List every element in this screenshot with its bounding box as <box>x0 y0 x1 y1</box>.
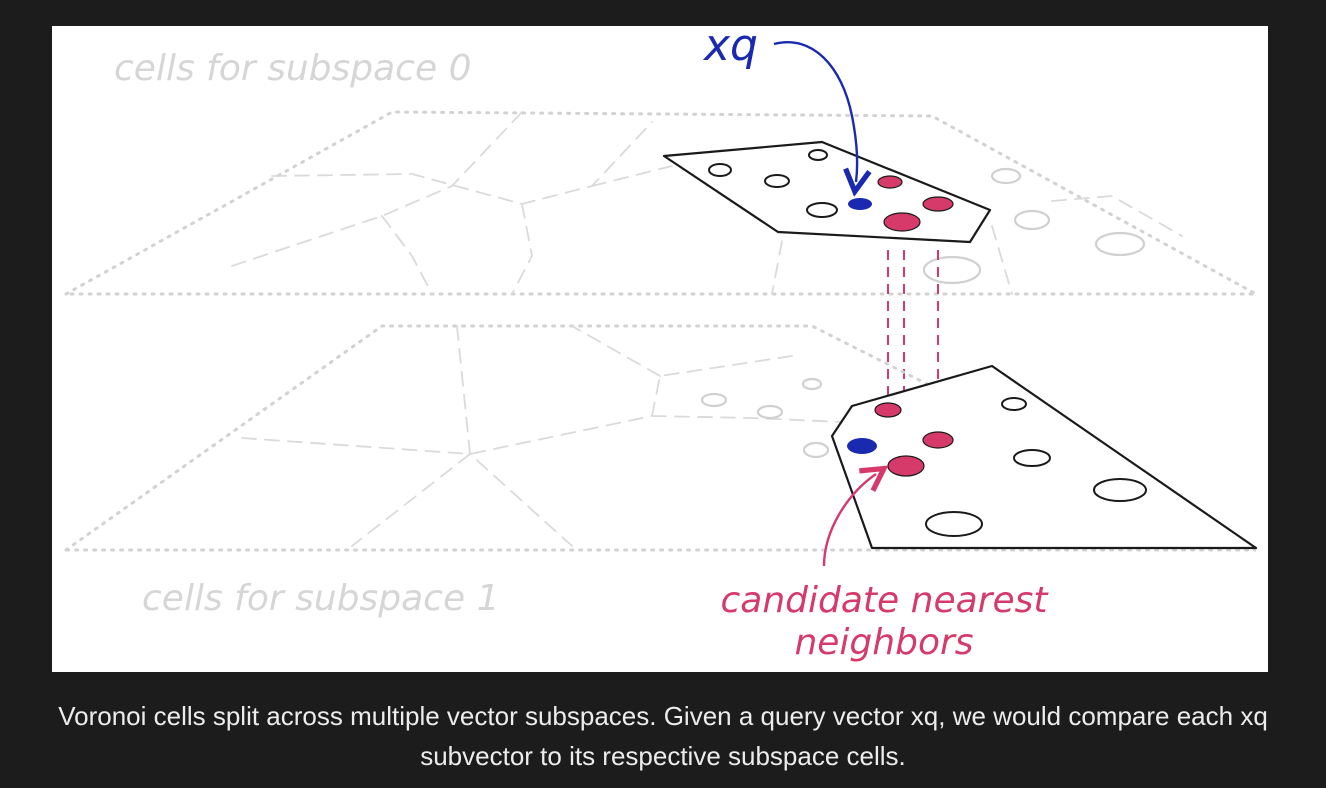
subspace-0-cell-points <box>708 149 838 218</box>
subspace-0-candidate-points <box>877 175 954 232</box>
query-arrow <box>773 41 857 182</box>
subspace-0-label: cells for subspace 0 <box>114 48 471 89</box>
diagram-figure: cells for subspace 0 xq <box>52 26 1268 672</box>
subspace-0-plane <box>64 110 1257 296</box>
subspace-1-cell-points <box>925 397 1147 537</box>
candidate-label-line2: neighbors <box>794 622 973 663</box>
subspace-1-cell-edges <box>241 325 843 547</box>
figure-caption: Voronoi cells split across multiple vect… <box>58 701 1268 771</box>
subspace-1-plane <box>64 324 1257 552</box>
subspace-1-candidate-points <box>874 402 954 477</box>
subspace-0-cell-edges <box>231 111 1183 295</box>
subspace-1-query-cell <box>830 364 1258 550</box>
subspace-1-label: cells for subspace 1 <box>142 578 499 619</box>
query-point-subspace-0 <box>848 198 872 210</box>
subspace-1-faint-points <box>700 377 830 459</box>
query-point-subspace-1 <box>847 438 877 454</box>
candidate-arrow <box>822 474 876 567</box>
subspace-0-faint-points <box>922 167 1146 285</box>
query-label: xq <box>702 26 758 71</box>
voronoi-subspace-diagram: cells for subspace 0 xq <box>64 26 1258 663</box>
candidate-label-line1: candidate nearest <box>721 580 1050 621</box>
